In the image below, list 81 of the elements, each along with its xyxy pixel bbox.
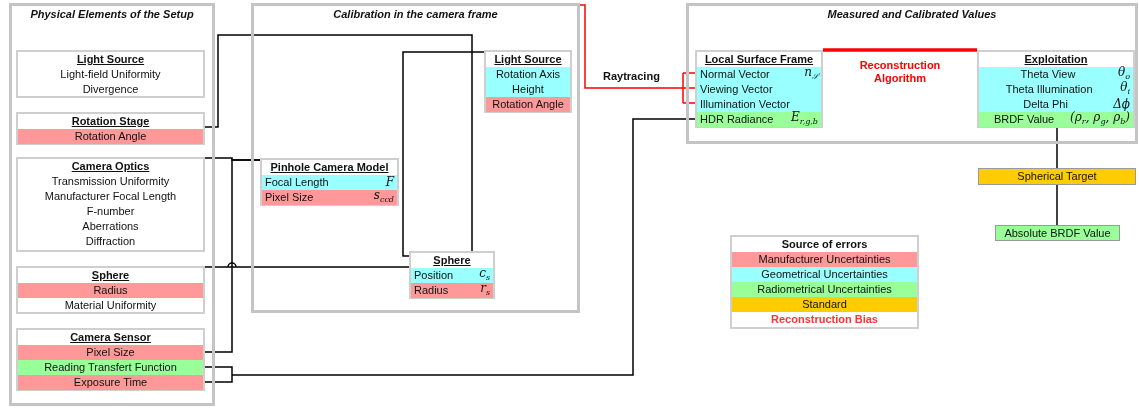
panel-title: Measured and Calibrated Values: [826, 8, 998, 20]
math-symbol: θ$_{o}$: [1116, 64, 1130, 82]
math-symbol: n$_{𝒮}$: [803, 64, 818, 84]
connector-line: [1056, 184, 1058, 226]
connector-line: [579, 4, 696, 104]
math-symbol: s$_{ccd}$: [372, 187, 394, 207]
row-label: Delta Phi: [1022, 97, 1069, 112]
panel-frame: [9, 3, 215, 406]
parameter-table: [16, 328, 205, 391]
value-box: Spherical Target: [978, 168, 1136, 185]
row-label: Reading Transfert Function: [44, 360, 177, 375]
table-heading: Exploitation: [1023, 52, 1089, 67]
row-label: Focal Length: [265, 175, 329, 190]
panel-title: Physical Elements of the Setup: [29, 8, 195, 20]
connector-line: [204, 159, 261, 353]
legend-entry: Manufacturer Uncertainties: [732, 252, 917, 267]
table-heading: Camera Optics: [70, 159, 151, 174]
table-heading: Pinhole Camera Model: [269, 160, 390, 175]
legend-title: Source of errors: [780, 237, 869, 252]
parameter-table: [977, 50, 1135, 128]
table-heading: Light Source: [75, 52, 146, 67]
row-label: Rotation Angle: [74, 129, 147, 144]
row-label: Aberrations: [82, 219, 139, 234]
row-label: F-number: [86, 204, 135, 219]
row-label: Height: [512, 82, 544, 97]
table-heading: Light Source: [493, 52, 563, 67]
table-heading: Local Surface Frame: [703, 52, 815, 67]
panel-title: Calibration in the camera frame: [332, 8, 499, 20]
row-label: Exposure Time: [73, 375, 148, 390]
table-heading: Camera Sensor: [69, 330, 152, 345]
row-label: Rotation Angle: [492, 97, 564, 112]
row-label: Transmission Uniformity: [51, 174, 170, 189]
parameter-table: [409, 251, 495, 299]
connector-line: [823, 48, 977, 52]
row-label: Normal Vector: [700, 67, 770, 82]
row-label: HDR Radiance: [700, 112, 774, 127]
table-heading: Sphere: [90, 268, 131, 283]
parameter-table: [260, 158, 399, 206]
legend-entry: Reconstruction Bias: [770, 312, 879, 327]
row-label: Theta View: [1019, 67, 1077, 82]
math-symbol: θ$_{i}$: [1119, 79, 1130, 98]
row-label: Pixel Size: [265, 190, 314, 205]
row-label: Light-field Uniformity: [60, 67, 161, 82]
row-label: Position: [414, 268, 454, 283]
math-symbol: Δϕ: [1112, 97, 1130, 112]
row-label: Theta Illumination: [1004, 82, 1094, 97]
connector-line: [1056, 127, 1058, 169]
row-label: Manufacturer Focal Length: [44, 189, 177, 204]
legend-entry: Geometrical Uncertainties: [732, 267, 917, 282]
row-label: Radius: [93, 283, 128, 298]
legend-entry: Radiometrical Uncertainties: [732, 282, 917, 297]
parameter-table: [16, 112, 205, 145]
math-symbol: (ρ$_{r}$, ρ$_{g}$, ρ$_{b}$): [1069, 109, 1130, 129]
edge-label: Raytracing: [603, 70, 660, 82]
row-label: Material Uniformity: [64, 298, 157, 313]
connector-line: [203, 118, 696, 383]
math-symbol: F: [384, 175, 394, 190]
row-label: Divergence: [82, 82, 139, 97]
row-label: Diffraction: [85, 234, 136, 249]
row-label: Radius: [414, 283, 449, 298]
panel-frame: [251, 3, 580, 313]
edge-label: Reconstruction Algorithm: [858, 59, 942, 85]
connector-line: [204, 262, 410, 268]
value-box: Absolute BRDF Value: [995, 225, 1120, 241]
row-label: Pixel Size: [86, 345, 135, 360]
parameter-table: [16, 266, 205, 314]
connector-line: [402, 51, 485, 257]
math-symbol: E$_{r,g,b}$: [789, 109, 818, 129]
parameter-table: [484, 50, 572, 113]
table-heading: Rotation Stage: [70, 114, 151, 129]
parameter-table: [16, 157, 205, 252]
parameter-table: [695, 50, 823, 128]
row-label: Rotation Axis: [495, 67, 561, 82]
row-label: Illumination Vector: [700, 97, 790, 112]
panel-frame: [686, 3, 1138, 144]
connector-line: [204, 34, 473, 252]
row-label: Viewing Vector: [700, 82, 773, 97]
parameter-table: [16, 50, 205, 98]
table-heading: Sphere: [432, 253, 472, 268]
legend-entry: Standard: [732, 297, 917, 312]
row-label: BRDF Value: [992, 112, 1056, 127]
